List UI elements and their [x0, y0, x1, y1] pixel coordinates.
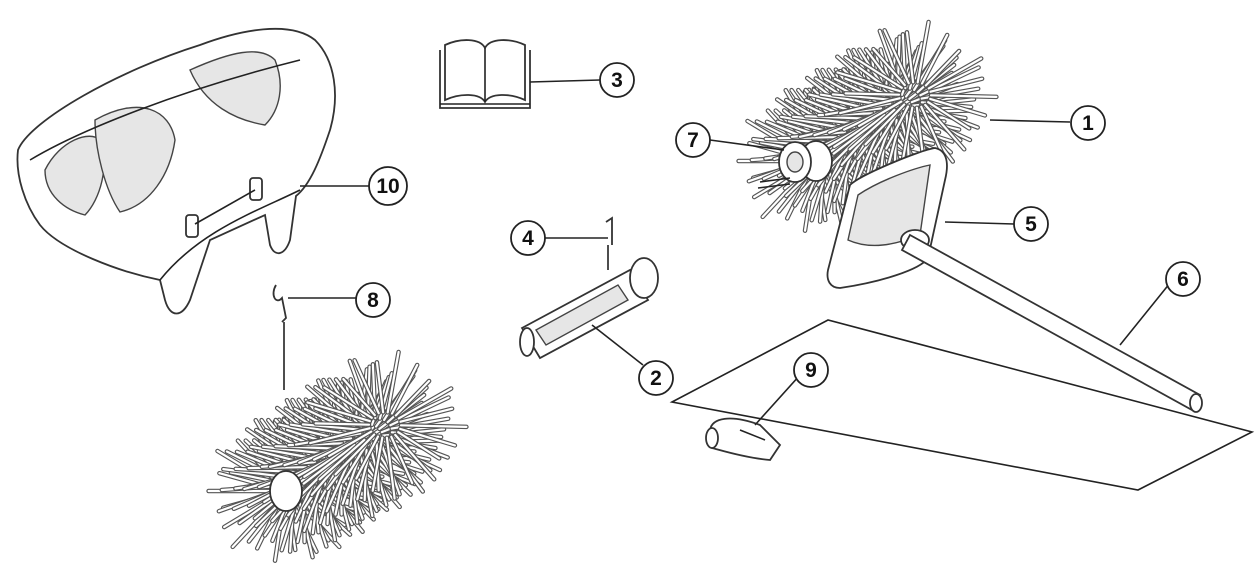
- bearing-housing: [757, 141, 812, 189]
- bristle: [274, 445, 335, 450]
- bristle: [390, 435, 414, 485]
- coupler-sleeve: [705, 417, 782, 461]
- leader-lines: [288, 79, 1171, 426]
- bristle: [871, 110, 900, 154]
- bristle: [301, 423, 362, 431]
- bristle: [353, 359, 380, 415]
- bristle: [872, 47, 906, 87]
- callout-1-label: 1: [1082, 112, 1094, 135]
- bristle: [303, 449, 346, 478]
- bristle: [929, 97, 987, 117]
- callout-2: 2: [638, 360, 674, 396]
- bristle: [905, 31, 915, 84]
- bristle: [929, 94, 998, 99]
- callout-3: 3: [599, 62, 635, 98]
- callout-4-label: 4: [522, 227, 534, 250]
- callout-7-label: 7: [687, 129, 699, 152]
- sheet-outline: [669, 319, 1255, 491]
- callout-1: 1: [1070, 105, 1106, 141]
- bristle: [262, 445, 326, 455]
- bristle: [328, 430, 373, 457]
- bristle: [314, 422, 371, 426]
- callout-6: 6: [1165, 261, 1201, 297]
- bristle: [318, 438, 366, 481]
- bristle: [927, 101, 971, 130]
- bristle: [853, 56, 903, 89]
- bristle: [885, 105, 910, 150]
- bristle: [334, 433, 376, 476]
- brush-hub: [269, 470, 303, 512]
- bristle: [848, 108, 896, 151]
- bristle: [901, 106, 914, 162]
- bristle: [399, 427, 456, 447]
- bristle: [844, 92, 901, 96]
- bristle: [924, 49, 961, 87]
- callout-4: 4: [510, 220, 546, 256]
- bristle: [839, 97, 901, 115]
- callout-10: 10: [368, 166, 408, 206]
- bristle: [385, 436, 396, 500]
- bristle: [791, 115, 856, 125]
- bristle: [929, 77, 984, 93]
- bristle: [927, 57, 983, 90]
- manual-book-icon: [439, 39, 531, 109]
- bristle: [323, 386, 373, 419]
- bristle: [397, 431, 441, 460]
- bristle: [342, 378, 376, 417]
- bristle: [302, 444, 356, 485]
- bristle: [916, 20, 930, 84]
- callout-7: 7: [675, 122, 711, 158]
- bristle: [306, 401, 371, 423]
- bristle: [924, 103, 966, 151]
- bristle: [920, 33, 949, 85]
- brush-cover: [16, 27, 336, 315]
- bristle: [833, 119, 876, 148]
- spare-brush-roller: [206, 349, 469, 563]
- bristle: [864, 103, 906, 146]
- callout-2-label: 2: [650, 367, 662, 390]
- bristle: [394, 433, 436, 481]
- callout-6-label: 6: [1177, 268, 1189, 291]
- lock-pin: [605, 216, 613, 270]
- bristle: [399, 407, 454, 423]
- bristle: [831, 93, 892, 101]
- callout-5: 5: [1013, 206, 1049, 242]
- callout-10-label: 10: [376, 175, 399, 198]
- drive-shaft: [519, 257, 659, 360]
- bristle: [390, 363, 419, 415]
- callout-5-label: 5: [1025, 213, 1037, 236]
- bristle: [386, 350, 400, 414]
- brush-roller: [736, 19, 999, 233]
- bristle: [832, 113, 886, 155]
- bristle: [836, 71, 901, 93]
- callout-8-label: 8: [367, 289, 379, 312]
- bristle: [920, 105, 944, 155]
- bristle: [355, 435, 380, 480]
- retaining-clip: [272, 284, 287, 390]
- extension-tube: [900, 233, 1203, 413]
- bristle: [309, 427, 371, 445]
- bristle: [857, 100, 903, 128]
- bristle: [341, 440, 369, 484]
- bristle: [397, 387, 453, 420]
- callout-9-label: 9: [805, 359, 817, 382]
- bristle: [375, 361, 385, 414]
- callout-8: 8: [355, 282, 391, 318]
- bristle: [394, 379, 431, 417]
- bristle: [371, 436, 384, 492]
- bristle: [804, 115, 865, 120]
- bristle: [399, 424, 468, 428]
- bristle: [883, 29, 910, 85]
- callout-9: 9: [793, 352, 829, 388]
- callout-3-label: 3: [611, 69, 623, 92]
